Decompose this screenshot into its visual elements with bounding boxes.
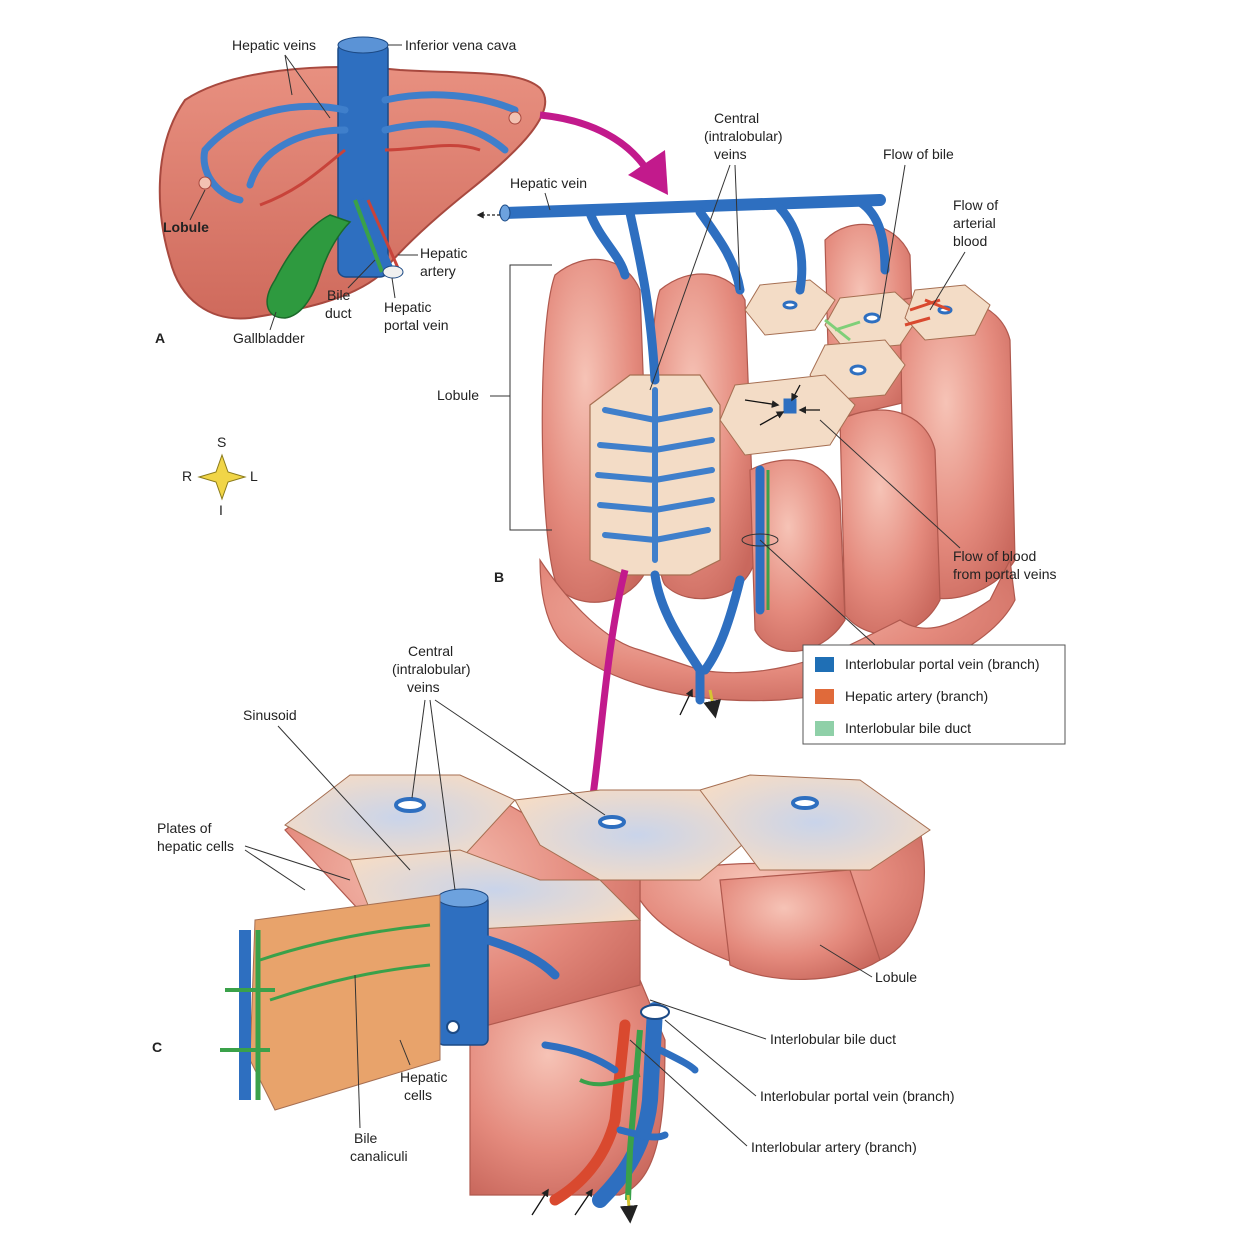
label-plates-1: Plates of xyxy=(157,820,212,836)
label-central-veins-c-1: Central xyxy=(408,643,453,659)
hepatic-vein-b xyxy=(499,194,886,219)
zoom-arrow-b-to-c xyxy=(586,569,629,816)
label-hepatic-cells-2: cells xyxy=(404,1087,432,1103)
label-plates-2: hepatic cells xyxy=(157,838,234,854)
label-lobule-b: Lobule xyxy=(437,387,479,403)
label-bile-duct-1: Bile xyxy=(327,287,351,303)
legend-swatch-hepatic-artery xyxy=(815,689,834,704)
label-inferior-vena-cava: Inferior vena cava xyxy=(405,37,516,53)
label-interlobular-bile-duct: Interlobular bile duct xyxy=(770,1031,896,1047)
label-central-veins-b-1: Central xyxy=(714,110,759,126)
label-arterial-1: Flow of xyxy=(953,197,998,213)
zoom-arrow-a-to-b xyxy=(539,111,654,177)
panel-letter-b: B xyxy=(494,569,504,585)
legend-swatch-portal-vein xyxy=(815,657,834,672)
label-interlobular-portal-vein: Interlobular portal vein (branch) xyxy=(760,1088,955,1104)
label-hepatic-cells-1: Hepatic xyxy=(400,1069,447,1085)
panel-b-lobules: Central (intralobular) veins Hepatic vei… xyxy=(437,110,1056,719)
legend-label-bile-duct: Interlobular bile duct xyxy=(845,720,971,736)
label-hepatic-artery-2: artery xyxy=(420,263,456,279)
label-hepatic-artery-1: Hepatic xyxy=(420,245,467,261)
label-portal-vein-1: Hepatic xyxy=(384,299,431,315)
label-lobule-c: Lobule xyxy=(875,969,917,985)
legend: Interlobular portal vein (branch) Hepati… xyxy=(802,644,1066,745)
compass-superior: S xyxy=(217,434,226,450)
label-arterial-3: blood xyxy=(953,233,987,249)
label-interlobular-artery: Interlobular artery (branch) xyxy=(751,1139,917,1155)
label-lobule-a: Lobule xyxy=(163,219,209,235)
compass-right: R xyxy=(182,468,192,484)
label-arterial-2: arterial xyxy=(953,215,996,231)
label-hepatic-veins: Hepatic veins xyxy=(232,37,316,53)
panel-a-liver: Hepatic veins Inferior vena cava Lobule … xyxy=(155,36,547,346)
legend-label-portal-vein: Interlobular portal vein (branch) xyxy=(845,656,1040,672)
label-hepatic-vein-b: Hepatic vein xyxy=(510,175,587,191)
panel-c-lobule-detail: Central (intralobular) veins Sinusoid Pl… xyxy=(152,643,955,1224)
label-central-veins-b-3: veins xyxy=(714,146,747,162)
label-gallbladder: Gallbladder xyxy=(233,330,305,346)
legend-label-hepatic-artery: Hepatic artery (branch) xyxy=(845,688,988,704)
label-bile-canaliculi-2: canaliculi xyxy=(350,1148,408,1164)
label-flow-of-bile: Flow of bile xyxy=(883,146,954,162)
legend-swatch-bile-duct xyxy=(815,721,834,736)
label-portal-flow-2: from portal veins xyxy=(953,566,1056,582)
central-vein-c xyxy=(437,894,489,1046)
panel-letter-a: A xyxy=(155,330,165,346)
label-portal-flow-1: Flow of blood xyxy=(953,548,1036,564)
compass-inferior: I xyxy=(219,502,223,518)
hepatic-vein-branches xyxy=(200,91,519,204)
label-central-veins-c-2: (intralobular) xyxy=(392,661,471,677)
gallbladder-shape xyxy=(266,214,352,319)
label-bile-canaliculi-1: Bile xyxy=(354,1130,378,1146)
label-bile-duct-2: duct xyxy=(325,305,352,321)
label-central-veins-c-3: veins xyxy=(407,679,440,695)
legend-box xyxy=(802,644,1066,745)
orientation-compass: S I R L xyxy=(182,434,258,518)
compass-left: L xyxy=(250,468,258,484)
label-central-veins-b-2: (intralobular) xyxy=(704,128,783,144)
panel-letter-c: C xyxy=(152,1039,162,1055)
label-sinusoid: Sinusoid xyxy=(243,707,297,723)
label-portal-vein-2: portal vein xyxy=(384,317,449,333)
